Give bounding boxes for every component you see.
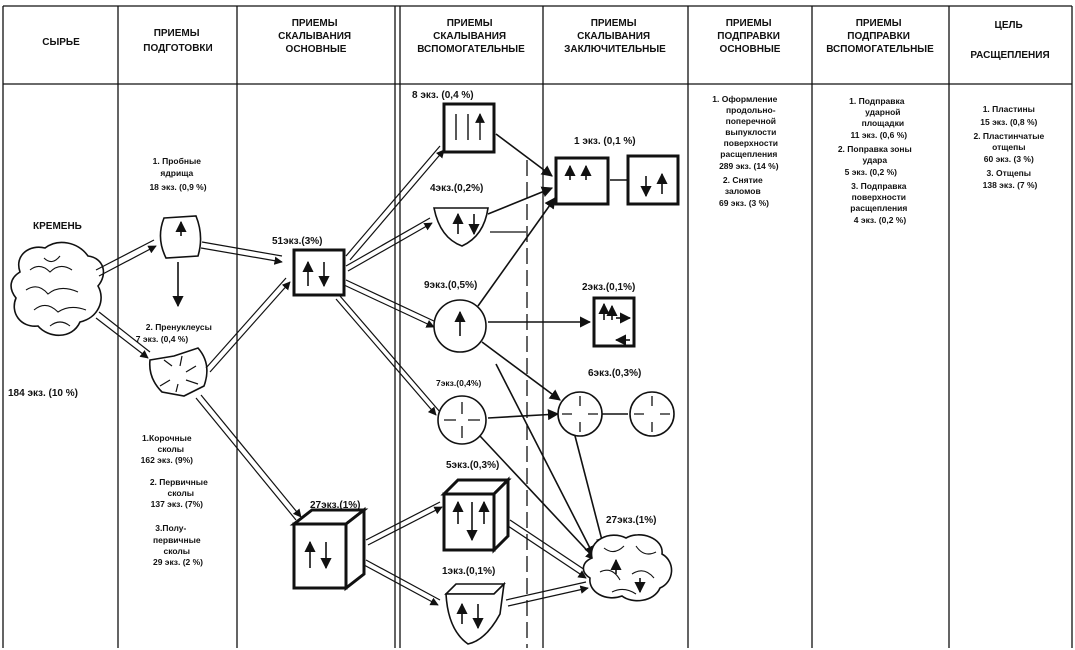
aux-core-4 [433, 207, 489, 247]
final-c2-label: 2экз.(0,1%) [582, 282, 635, 293]
header-row: СЫРЬЕ ПРИЕМЫ ПОДГОТОВКИ ПРИЕМЫ СКАЛЫВАНИ… [42, 18, 1049, 61]
final-core-1a [554, 156, 610, 206]
arrow-c7-to-f27 [479, 435, 597, 561]
goal-list: 1. Пластины 15 экз. (0,8 %) 2. Пластинча… [973, 104, 1046, 190]
arrow-precore-to-core51 [205, 277, 291, 373]
final-core-6b [629, 391, 675, 437]
arrow-c1-to-f27 [505, 581, 589, 607]
arrow-core27-to-c1 [363, 559, 441, 606]
aux-core-8 [442, 102, 496, 154]
aux-c9-label: 9экз.(0,5%) [424, 280, 477, 291]
arrow-f6-to-f27 [573, 431, 607, 550]
header-retouch-aux: ПРИЕМЫ ПОДПРАВКИ ВСПОМОГАТЕЛЬНЫЕ [826, 18, 934, 55]
core51 [292, 248, 346, 297]
retouch-main-list: 1. Оформление продольно- поперечной выпу… [712, 94, 781, 208]
core27-label: 27экз.(1%) [310, 500, 361, 511]
final-c6-label: 6экз.(0,3%) [588, 368, 641, 379]
table-grid [2, 5, 1073, 648]
aux-core-7 [437, 395, 487, 445]
arrow-c4-to-f1 [487, 186, 554, 215]
aux-core-1 [444, 581, 506, 645]
aux-c4-label: 4экз.(0,2%) [430, 183, 483, 194]
aux-c5-label: 5экз.(0,3%) [446, 460, 499, 471]
header-split-final: ПРИЕМЫ СКАЛЫВАНИЯ ЗАКЛЮЧИТЕЛЬНЫЕ [564, 18, 666, 55]
arrow-trial-to-core51 [200, 241, 283, 265]
arrow-c9-to-f6 [481, 341, 561, 401]
header-raw: СЫРЬЕ [42, 37, 80, 48]
final-c1-label: 1 экз. (0,1 %) [574, 136, 636, 147]
header-split-aux: ПРИЕМЫ СКАЛЫВАНИЯ ВСПОМОГАТЕЛЬНЫЕ [417, 18, 525, 55]
trial-cores-label: 1. Пробные ядрища 18 экз. (0,9 %) [149, 156, 206, 192]
header-prep: ПРИЕМЫ ПОДГОТОВКИ [143, 28, 212, 54]
aux-core-5 [440, 476, 512, 554]
aux-c7-label: 7экз.(0,4%) [436, 378, 481, 388]
arrow-core51-to-c7 [335, 295, 441, 416]
arrow-flint-to-precore [95, 311, 151, 359]
arrow-core51-to-c4 [345, 217, 433, 272]
final-c27-label: 27экз.(1%) [606, 515, 657, 526]
arrow-c4-to-f27 [495, 363, 595, 557]
arrow-precore-to-core27 [195, 394, 302, 521]
retouch-aux-list: 1. Подправка ударной площадки 11 экз. (0… [838, 96, 914, 225]
arrow-c9-to-f1 [477, 197, 556, 307]
final-core-2 [592, 296, 636, 348]
aux-c8a-label: 8 экз. (0,4 %) [412, 90, 474, 101]
core27 [289, 506, 369, 592]
precores-label: 2. Пренуклеусы 7 экз. (0,4 %) [136, 322, 214, 344]
arrow-core27-to-c5 [365, 501, 443, 546]
header-retouch-main: ПРИЕМЫ ПОДПРАВКИ ОСНОВНЫЕ [717, 18, 782, 55]
arrow-flint-to-trial [95, 239, 157, 277]
arrow-core51-to-c8a [345, 145, 445, 261]
core51-label: 51экз.(3%) [272, 236, 323, 247]
aux-c1-label: 1экз.(0,1%) [442, 566, 495, 577]
final-core-1b [626, 154, 680, 206]
precore [148, 347, 208, 397]
raw-material-label: КРЕМЕНЬ [33, 221, 82, 232]
header-goal: ЦЕЛЬ РАСЩЕПЛЕНИЯ [970, 20, 1049, 61]
flake-types-label: 1.Корочные сколы 162 экз. (9%) 2. Первич… [141, 433, 211, 567]
header-split-main: ПРИЕМЫ СКАЛЫВАНИЯ ОСНОВНЫЕ [278, 18, 354, 55]
arrow-c8a-to-f1 [495, 133, 553, 177]
arrow-core51-to-c9 [343, 279, 437, 328]
raw-count: 184 экз. (10 %) [8, 388, 78, 399]
trial-core [159, 215, 202, 259]
arrow-c5-to-f27 [507, 519, 589, 579]
final-flint-27 [582, 534, 673, 602]
